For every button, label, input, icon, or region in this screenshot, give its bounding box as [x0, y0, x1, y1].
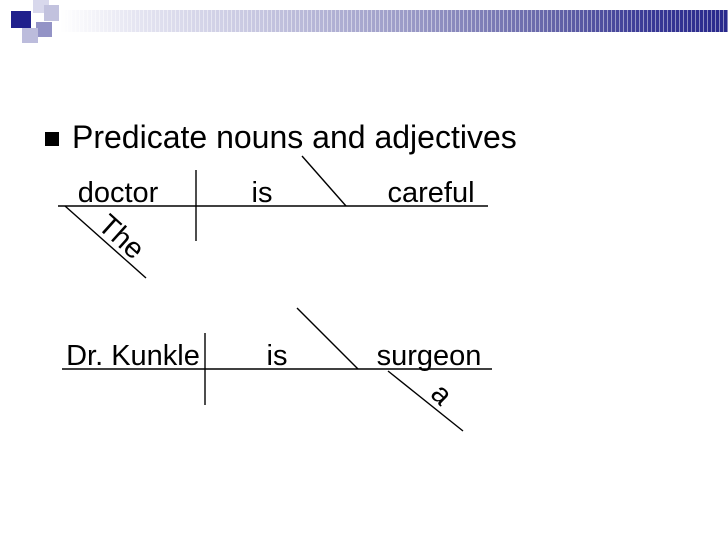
diagram1-modifier-word: The	[92, 209, 151, 266]
diagram2-verb-word: is	[267, 340, 288, 372]
diagram2-subject-word: Dr. Kunkle	[66, 340, 200, 372]
diagram2-predicate-word: surgeon	[377, 340, 482, 372]
deco-square-lavender	[22, 28, 38, 43]
diagram-2: Dr. Kunkle is surgeon a	[62, 307, 492, 432]
slide-title: Predicate nouns and adjectives	[72, 119, 517, 155]
deco-square-navy	[11, 11, 31, 28]
diagram-1: doctor is careful The	[58, 155, 488, 279]
diagram1-predicate-divider	[301, 155, 347, 207]
diagram1-predicate-word: careful	[387, 177, 474, 209]
header-gradient-bar	[60, 10, 728, 32]
diagram2-modifier-word: a	[424, 378, 459, 413]
deco-square-medium-top	[44, 5, 59, 21]
deco-square-purple	[36, 22, 52, 37]
diagram1-modifier-line	[64, 205, 147, 279]
diagram2-predicate-divider	[296, 307, 359, 370]
diagram1-subject-word: doctor	[78, 177, 159, 209]
diagram2-modifier-line	[387, 370, 464, 432]
diagram1-verb-word: is	[252, 177, 273, 209]
square-bullet-icon	[45, 132, 59, 146]
